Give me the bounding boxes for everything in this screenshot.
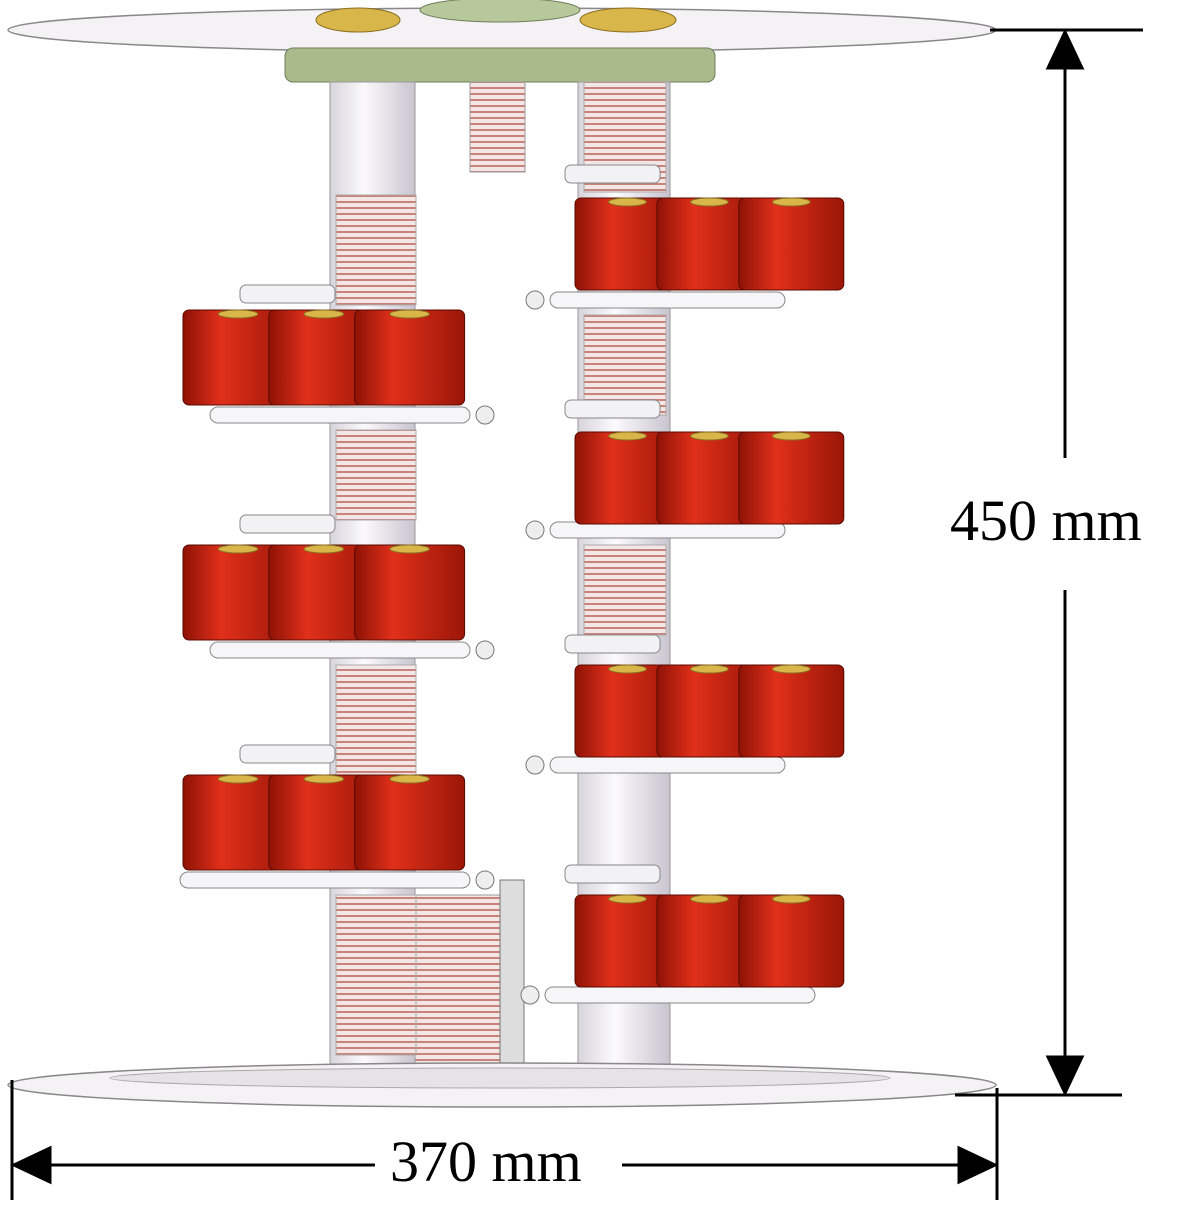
brass-terminal: [608, 664, 647, 674]
spark-gap-ball: [475, 405, 495, 425]
brass-terminal: [303, 544, 345, 554]
ring-clamp: [564, 399, 661, 419]
brass-terminal: [771, 664, 811, 674]
brass-terminal: [771, 431, 811, 441]
ring-clamp: [239, 284, 336, 304]
height-arrow-down: [1045, 1055, 1085, 1097]
rings: [179, 164, 816, 1005]
brass-terminal: [690, 197, 729, 207]
height-arrow-up: [1045, 28, 1085, 70]
capacitor-module: [354, 774, 466, 871]
center-boss: [419, 0, 581, 23]
spring: [469, 81, 526, 173]
coil-winding: [335, 194, 417, 306]
width-arrow-left: [10, 1145, 52, 1185]
ring-clamp: [564, 634, 661, 654]
spark-gap-ball: [520, 985, 540, 1005]
brass-flange-right: [579, 7, 677, 33]
conductor-ring: [209, 406, 471, 424]
brass-terminal: [690, 894, 729, 904]
spark-gap-ball: [475, 640, 495, 660]
coil-windings: [335, 81, 667, 1056]
brass-terminal: [303, 309, 345, 319]
brass-terminal: [608, 431, 647, 441]
capacitor-module: [738, 431, 845, 525]
conductor-ring: [179, 871, 471, 889]
conductor-ring: [549, 756, 786, 774]
spark-gap-ball: [525, 290, 545, 310]
width-dimension-label: 370 mm: [382, 1133, 590, 1191]
spark-gap-ball: [475, 870, 495, 890]
conductor-ring: [544, 986, 816, 1004]
red-modules: [182, 197, 845, 988]
conductor-ring: [549, 291, 786, 309]
brass-terminal: [608, 894, 647, 904]
bottom-plate-cutout: [109, 1067, 891, 1089]
capacitor-module: [738, 894, 845, 988]
brass-flange-left: [315, 7, 401, 33]
brass-terminal: [303, 774, 345, 784]
capacitor-module: [354, 544, 466, 641]
spark-gap-ball: [525, 755, 545, 775]
capacitor-module: [738, 197, 845, 291]
ring-clamp: [239, 514, 336, 534]
spark-gap-ball: [525, 520, 545, 540]
brass-terminal: [389, 309, 430, 319]
brass-terminal: [389, 774, 430, 784]
height-dimension-label: 450 mm: [950, 488, 1142, 553]
brass-terminal: [217, 544, 259, 554]
coil-winding: [335, 429, 417, 521]
top-plate-group: [7, 0, 997, 173]
brass-terminal: [771, 197, 811, 207]
dimension-lines: [10, 28, 1143, 1200]
coil-winding: [335, 894, 417, 1056]
brass-terminal: [608, 197, 647, 207]
coil-winding: [583, 544, 667, 636]
ring-clamp: [564, 164, 661, 184]
probe-rod: [499, 879, 525, 1091]
ring-clamp: [564, 864, 661, 884]
brass-terminal: [217, 309, 259, 319]
coil-winding: [335, 664, 417, 776]
brass-terminal: [771, 894, 811, 904]
brass-terminal: [690, 431, 729, 441]
brass-terminal: [217, 774, 259, 784]
conductor-ring: [209, 641, 471, 659]
capacitor-module: [354, 309, 466, 406]
width-arrow-right: [957, 1145, 999, 1185]
green-hub: [284, 47, 716, 83]
bottom-coil: [414, 894, 501, 1076]
coil-winding: [583, 314, 667, 416]
bottom-plate-group: [7, 1062, 997, 1108]
capacitor-module: [738, 664, 845, 758]
brass-terminal: [690, 664, 729, 674]
ring-clamp: [239, 744, 336, 764]
brass-terminal: [389, 544, 430, 554]
